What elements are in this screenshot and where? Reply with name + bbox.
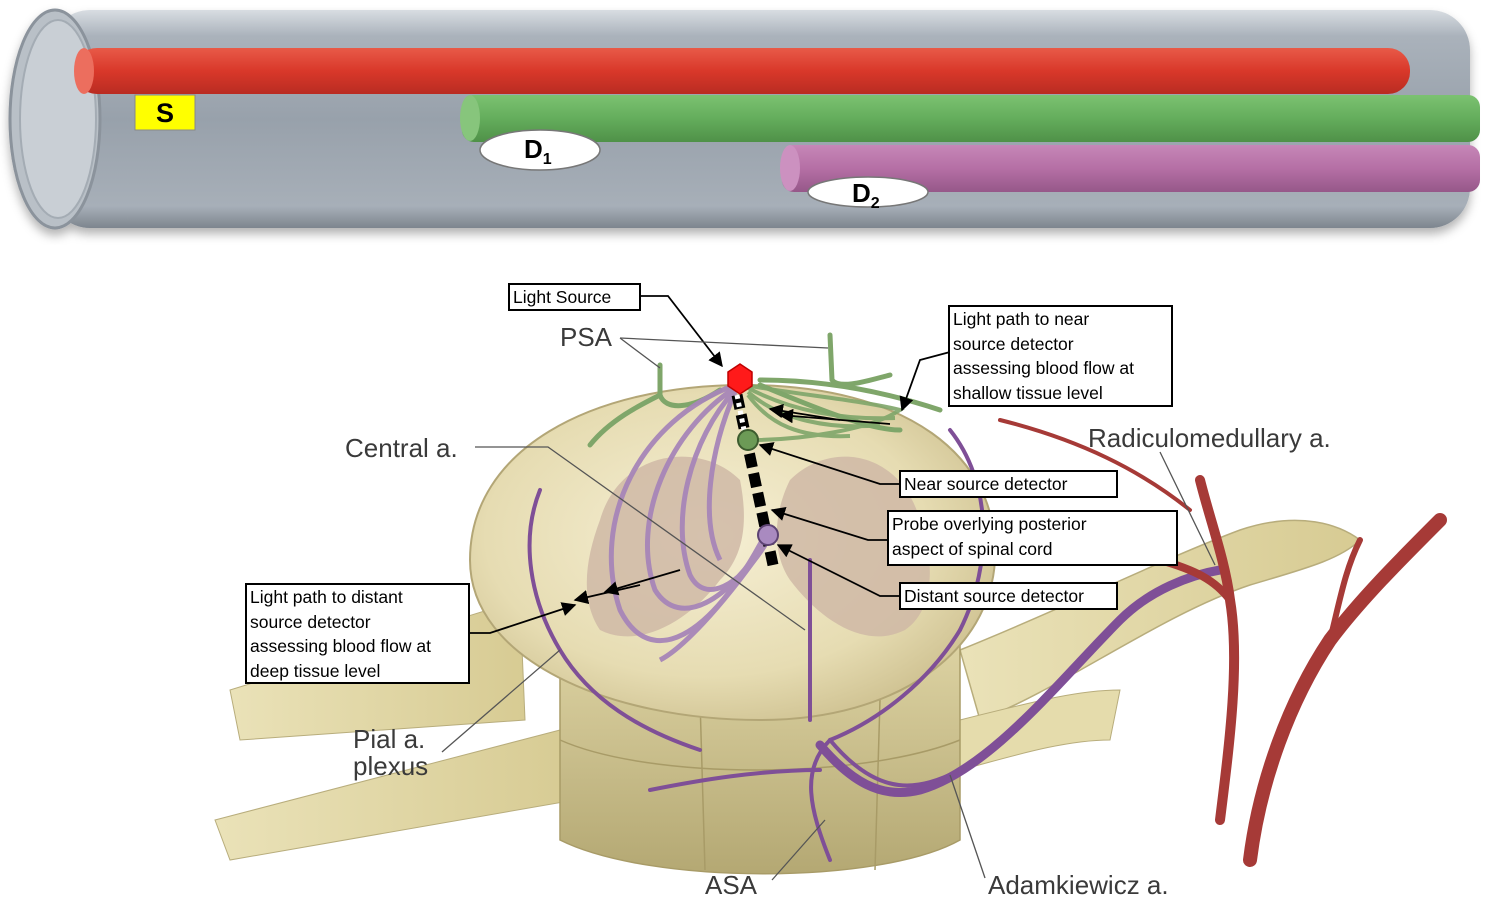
distant-detector-dot <box>758 525 778 545</box>
pial-plexus-label: Pial a. plexus <box>353 726 428 780</box>
adamkiewicz-label: Adamkiewicz a. <box>988 872 1169 899</box>
psa-label: PSA <box>560 324 612 351</box>
central-artery-label: Central a. <box>345 435 458 462</box>
distant-path-callout: Light path to distant source detector as… <box>245 583 470 684</box>
near-detector-dot <box>738 430 758 450</box>
probe-callout: Probe overlying posterior aspect of spin… <box>887 510 1178 566</box>
near-detector-callout: Near source detector <box>899 470 1118 498</box>
distant-detector-callout: Distant source detector <box>899 582 1118 610</box>
light-source-callout: Light Source <box>508 283 641 311</box>
radiculomedullary-label: Radiculomedullary a. <box>1088 425 1331 452</box>
asa-label: ASA <box>705 872 757 899</box>
near-path-callout: Light path to near source detector asses… <box>948 305 1173 407</box>
